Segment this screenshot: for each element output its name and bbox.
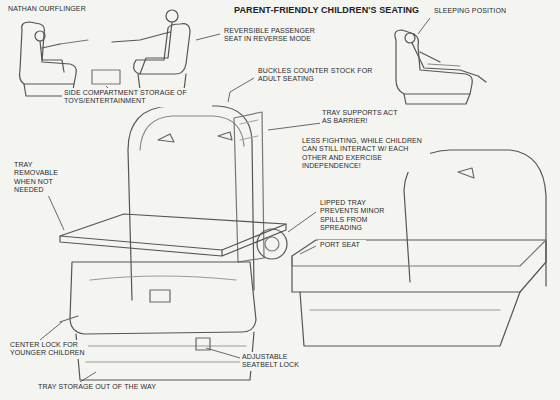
sketch-annotation: REVERSIBLE PASSENGER SEAT IN REVERSE MOD… <box>222 26 318 45</box>
sketch-annotation: SIDE COMPARTMENT STORAGE OF TOYS/ENTERTA… <box>62 88 212 107</box>
sketch-annotation: PORT SEAT <box>318 240 366 250</box>
sketch-annotation: TRAY STORAGE OUT OF THE WAY <box>36 382 176 392</box>
sketch-annotation: CENTER LOCK FOR YOUNGER CHILDREN <box>8 340 88 359</box>
sketch-annotation: LIPPED TRAY PREVENTS MINOR SPILLS FROM S… <box>318 198 402 234</box>
sketch-annotation: NATHAN OURFLINGER <box>6 4 106 14</box>
sheet-title: PARENT-FRIENDLY CHILDREN'S SEATING <box>232 4 432 17</box>
sketch-annotation: TRAY REMOVABLE WHEN NOT NEEDED <box>12 160 70 196</box>
sleeping-seat-sketch <box>395 30 486 104</box>
reversed-seat-sketch <box>20 10 191 96</box>
sketch-annotation: LESS FIGHTING, WHILE CHILDREN CAN STILL … <box>300 136 430 172</box>
second-seat-sketch <box>292 150 546 346</box>
sketch-annotation: BUCKLES COUNTER STOCK FOR ADULT SEATING <box>256 66 384 85</box>
sketch-annotation: ADJUSTABLE SEATBELT LOCK <box>240 352 312 371</box>
main-seat-sketch <box>60 106 287 380</box>
sketch-annotation: TRAY SUPPORTS ACT AS BARRIER! <box>320 108 400 127</box>
leader-lines <box>40 18 430 382</box>
sketch-annotation: SLEEPING POSITION <box>432 6 522 16</box>
